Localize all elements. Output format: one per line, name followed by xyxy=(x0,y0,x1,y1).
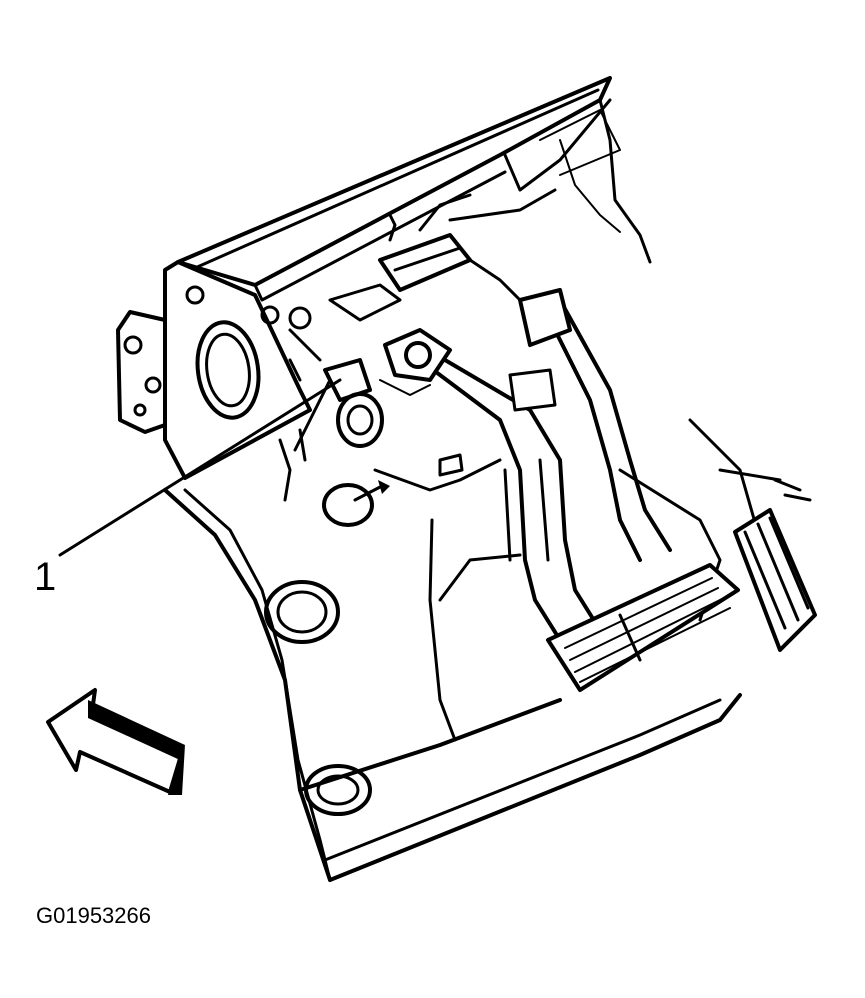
wiring-harness xyxy=(278,188,557,502)
cowl-panel xyxy=(176,76,652,302)
brake-pedal-arm xyxy=(418,298,672,642)
panel-holes xyxy=(264,480,390,816)
accelerator-pedal-pad xyxy=(733,478,817,652)
callout-leader xyxy=(58,378,342,557)
figure-id: G01953266 xyxy=(36,903,151,928)
left-mounting-bracket xyxy=(116,260,312,480)
callout-number: 1 xyxy=(34,555,56,599)
direction-arrow-icon xyxy=(46,688,185,795)
brake-pedal-pad xyxy=(546,563,740,692)
brake-switch-assembly xyxy=(288,233,572,448)
floor-panel xyxy=(163,418,782,882)
